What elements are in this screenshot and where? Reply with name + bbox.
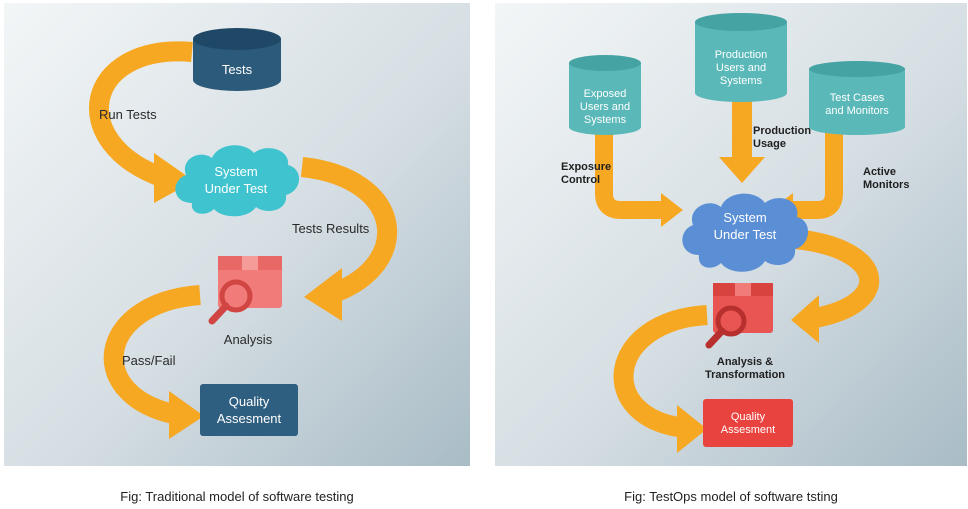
test-cases-database: Test Cases and Monitors — [809, 61, 905, 135]
analysis-label-line1: Analysis & — [717, 356, 773, 368]
analysis-to-quality-arrow — [613, 305, 708, 453]
sut-to-analysis-arrow — [791, 229, 880, 343]
testops-model-diagram: Exposed Users and Systems Production Use… — [495, 3, 967, 466]
active-monitors-label-line1: Active — [863, 166, 896, 178]
tests-label: Tests — [222, 62, 253, 77]
exposed-label-line1: Exposed — [584, 88, 627, 100]
traditional-model-diagram: Tests Run Tests System Under Test Tests … — [4, 3, 470, 466]
system-under-test-cloud: System Under Test — [682, 193, 809, 272]
tests-results-arrow — [300, 157, 397, 321]
exposed-users-database: Exposed Users and Systems — [569, 55, 641, 135]
exposed-label-line3: Systems — [584, 114, 627, 126]
exposure-control-label-line1: Exposure — [561, 161, 611, 173]
run-tests-arrow — [89, 41, 194, 203]
analysis-label-line2: Transformation — [705, 369, 785, 381]
analysis-icon — [208, 256, 282, 325]
production-usage-label-line2: Usage — [753, 138, 786, 150]
quality-assessment-box: Quality Assesment — [703, 399, 793, 447]
quality-label-line2: Assesment — [721, 424, 775, 436]
analysis-label: Analysis — [224, 332, 273, 347]
exposed-label-line2: Users and — [580, 101, 630, 113]
quality-label-line2: Assesment — [217, 411, 282, 426]
system-under-test-cloud: System Under Test — [175, 145, 300, 217]
sut-label-line1: System — [214, 164, 257, 179]
analysis-icon — [705, 283, 773, 349]
testcases-label-line2: and Monitors — [825, 105, 889, 117]
active-monitors-label-line2: Monitors — [863, 179, 909, 191]
sut-label-line2: Under Test — [205, 181, 268, 196]
production-usage-arrow — [719, 101, 765, 183]
tests-results-label: Tests Results — [292, 221, 370, 236]
production-usage-label-line1: Production — [753, 125, 811, 137]
sut-label-line1: System — [723, 210, 766, 225]
production-label-line3: Systems — [720, 75, 763, 87]
pass-fail-arrow — [103, 285, 204, 439]
exposure-control-arrow — [595, 133, 683, 227]
quality-assessment-box: Quality Assesment — [200, 384, 298, 436]
exposure-control-label-line2: Control — [561, 174, 600, 186]
production-label-line1: Production — [715, 49, 768, 61]
pass-fail-label: Pass/Fail — [122, 353, 176, 368]
production-label-line2: Users and — [716, 62, 766, 74]
traditional-model-caption: Fig: Traditional model of software testi… — [120, 489, 354, 504]
testops-model-caption: Fig: TestOps model of software tsting — [624, 489, 838, 504]
run-tests-label: Run Tests — [99, 107, 157, 122]
quality-label-line1: Quality — [731, 411, 766, 423]
sut-label-line2: Under Test — [714, 227, 777, 242]
tests-database: Tests — [193, 28, 281, 91]
testcases-label-line1: Test Cases — [830, 92, 885, 104]
production-users-database: Production Users and Systems — [695, 13, 787, 102]
quality-label-line1: Quality — [229, 394, 270, 409]
